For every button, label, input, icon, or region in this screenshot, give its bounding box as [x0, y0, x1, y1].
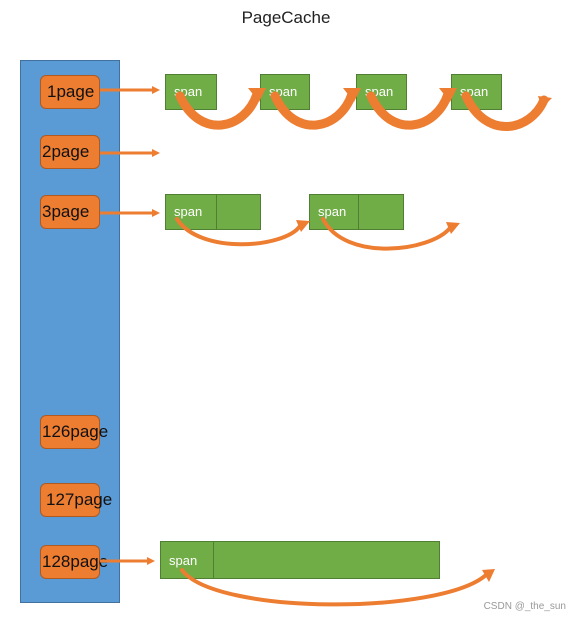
bucket-label: 126page [42, 422, 109, 441]
page-divider [358, 195, 359, 229]
span-label: span [169, 553, 198, 568]
arrow-head [482, 569, 495, 582]
span-label: span [174, 204, 203, 219]
link-arrow [461, 91, 549, 131]
bucket-label: 127page [46, 490, 113, 509]
bucket-label: 128page [42, 552, 109, 571]
bucket-2page: 2page [40, 135, 100, 169]
diagram-title: PageCache [241, 8, 331, 27]
watermark: CSDN @_the_sun [483, 601, 566, 612]
arrow-head [446, 222, 460, 234]
bucket-3page: 3page [40, 195, 100, 229]
page-divider [213, 542, 214, 578]
link-arrow [180, 568, 488, 607]
bucket-label: 2page [42, 142, 90, 161]
page-divider [216, 195, 217, 229]
link-arrow [321, 217, 452, 251]
arrow-head [343, 88, 361, 102]
link-arrow [366, 89, 453, 130]
arrow-head [538, 96, 552, 108]
span-block: span [160, 541, 440, 579]
link-arrow [270, 89, 357, 130]
link-arrow [175, 89, 262, 130]
arrow-head [296, 220, 310, 232]
bucket-label: 1page [47, 82, 95, 101]
link-arrow [175, 217, 302, 247]
bucket-128page: 128page [40, 545, 108, 579]
bucket-label: 3page [42, 202, 90, 221]
bucket-1page: 1page [40, 75, 100, 109]
arrow-head [248, 88, 266, 102]
arrow-head [439, 88, 457, 102]
bucket-126page: 126page [40, 415, 108, 449]
span-label: span [318, 204, 347, 219]
bucket-127page: 127page [40, 483, 112, 517]
